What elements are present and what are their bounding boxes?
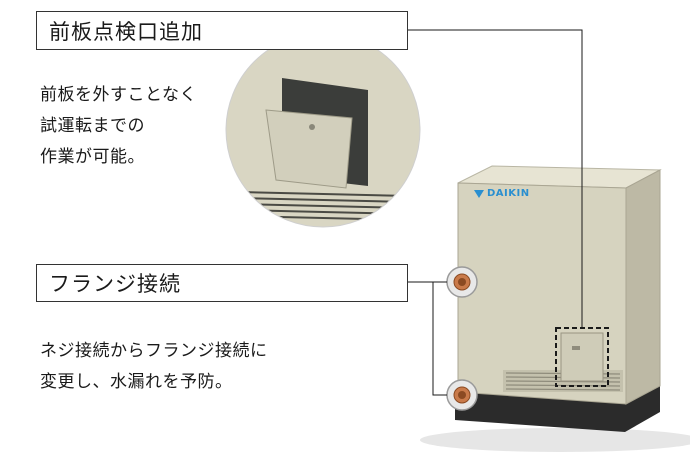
upper-flange-icon [446,266,478,298]
feature-description-inspection-port: 前板を外すことなく 試運転までの 作業が可能。 [40,85,197,167]
callout-line-top [408,29,583,328]
hatch-screw [309,124,315,130]
unit-side [625,169,661,405]
feature-title-flange-connection: フランジ接続 [36,264,408,302]
feature-title-inspection-port: 前板点検口追加 [36,11,408,50]
callout-line-bottom [408,281,447,396]
feature-title-text: 前板点検口追加 [49,19,203,44]
lower-flange-icon [446,379,478,411]
feature-title-text: フランジ接続 [49,272,181,296]
floor-shadow [420,428,690,452]
feature-description-flange-connection: ネジ接続からフランジ接続に 変更し、水漏れを予防。 [40,341,268,392]
unit-base [455,380,660,432]
daikin-unit [446,165,662,432]
unit-inspection-hatch [560,332,604,382]
daikin-mark-icon [474,189,484,198]
zoom-detail [226,33,420,227]
hatch-latch [572,346,580,350]
hatch-door [265,109,353,189]
daikin-logo: DAIKIN [474,188,530,199]
